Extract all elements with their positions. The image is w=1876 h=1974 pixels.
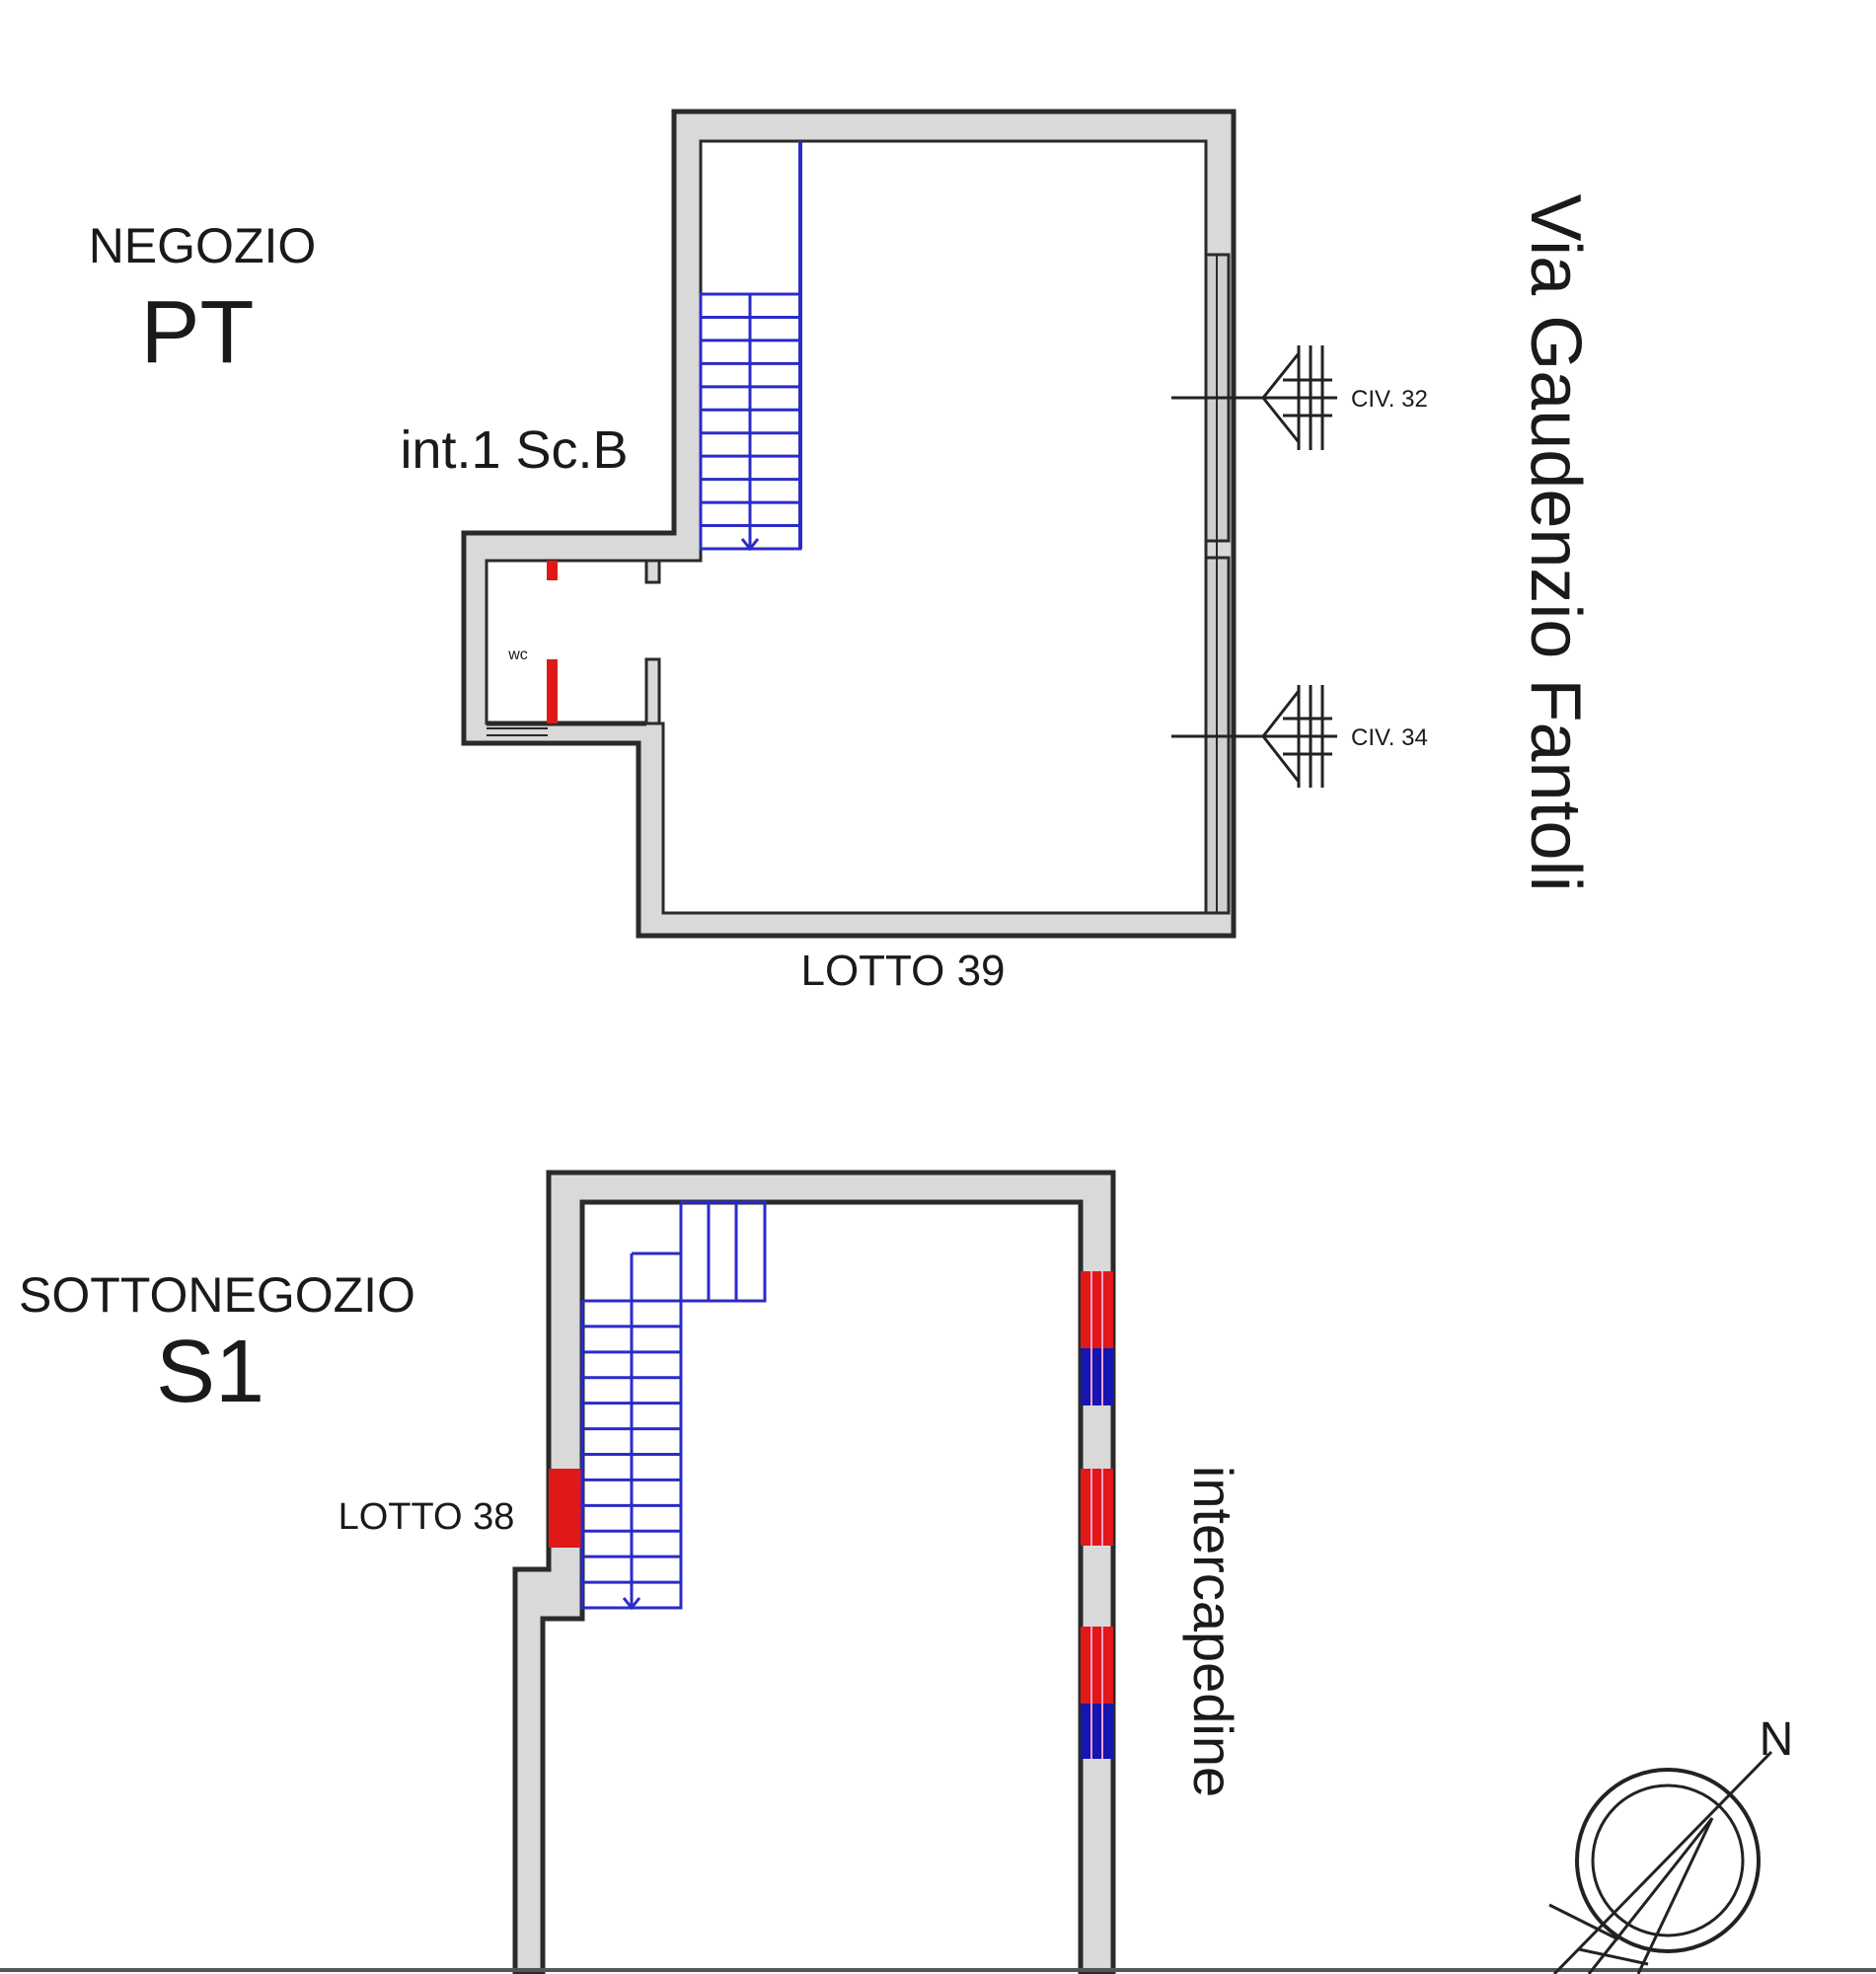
stair-outline bbox=[630, 1202, 683, 1610]
compass-needle bbox=[1552, 1750, 1773, 1974]
cavity-label: intercapedine bbox=[1182, 1466, 1244, 1797]
compass-needle bbox=[1587, 1817, 1714, 1974]
ground-floor-level: PT bbox=[140, 283, 254, 382]
lot-38-marker bbox=[549, 1469, 582, 1548]
compass-tick bbox=[1578, 1947, 1649, 1966]
wc-label: wc bbox=[507, 646, 528, 663]
wc-door-marker bbox=[547, 659, 558, 723]
lot-38-label: LOTTO 38 bbox=[338, 1496, 515, 1538]
blue-marker bbox=[1081, 1704, 1113, 1759]
wc-door-marker-top bbox=[547, 561, 558, 580]
stair-steps bbox=[701, 315, 800, 528]
stair-outline bbox=[632, 1252, 683, 1301]
compass-inner-ring bbox=[1591, 1784, 1745, 1937]
basement-outer-wall bbox=[512, 1170, 1116, 1974]
basement-level: S1 bbox=[156, 1323, 264, 1421]
entrance-arrow-icon bbox=[1261, 690, 1301, 783]
basement-staircase bbox=[580, 1200, 767, 1611]
stair-outline bbox=[681, 1200, 767, 1303]
entrance-civ-32 bbox=[1171, 345, 1337, 450]
compass-needle bbox=[1636, 1817, 1714, 1974]
lot-39-label: LOTTO 39 bbox=[800, 947, 1005, 995]
street-label: Via Gaudenzio Fantoli bbox=[1516, 193, 1595, 891]
ground-floor-inner-room bbox=[485, 139, 1208, 915]
stair-arrow-icon bbox=[740, 538, 760, 552]
unit-label: int.1 Sc.B bbox=[400, 420, 628, 480]
civ-32-label: CIV. 32 bbox=[1351, 386, 1428, 413]
entrance-arrow-icon bbox=[1261, 352, 1301, 443]
civ-34-label: CIV. 34 bbox=[1351, 724, 1428, 751]
ground-floor-plan: NEGOZIO PT int.1 Sc.B wc LOTTO 39 CIV. 3… bbox=[89, 109, 1595, 995]
stair-steps bbox=[582, 1202, 738, 1584]
basement-plan: SOTTONEGOZIO S1 LOTTO 38 intercapedine bbox=[19, 1170, 1244, 1974]
red-marker bbox=[1081, 1627, 1113, 1704]
blue-marker bbox=[1081, 1348, 1113, 1405]
compass-tick bbox=[1548, 1903, 1619, 1941]
wc-wall-right bbox=[644, 657, 661, 725]
compass: N bbox=[1548, 1713, 1794, 1974]
stair-arrow-icon bbox=[622, 1597, 641, 1611]
red-marker bbox=[1081, 1469, 1113, 1546]
wc-wall-stub-top bbox=[644, 559, 661, 584]
entrance-civ-34 bbox=[1171, 685, 1337, 788]
ground-floor-staircase bbox=[699, 141, 802, 552]
red-marker bbox=[1081, 1271, 1113, 1348]
ground-floor-title: NEGOZIO bbox=[89, 218, 317, 273]
basement-title: SOTTONEGOZIO bbox=[19, 1267, 415, 1323]
compass-outer-ring bbox=[1575, 1768, 1761, 1953]
compass-north-label: N bbox=[1760, 1713, 1794, 1766]
cavity-wall-markers bbox=[1081, 1271, 1113, 1759]
